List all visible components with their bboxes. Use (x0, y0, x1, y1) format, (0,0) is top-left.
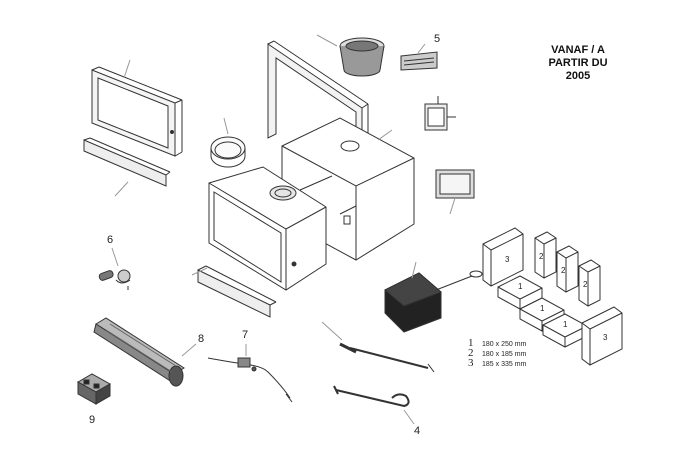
title-line: VANAF / A (551, 44, 605, 56)
brick-size-legend: 1 180 x 250 mm 2 180 x 185 mm 3 185 x 33… (468, 337, 527, 369)
gasket-plate-part (400, 51, 438, 71)
door-frame-part (91, 66, 183, 157)
tangential-fan-part (93, 317, 185, 387)
baffle-plate-part (435, 169, 475, 199)
legend-size: 185 x 335 mm (482, 361, 527, 368)
legend-key: 2 (468, 347, 474, 359)
switch-block-part (76, 373, 112, 405)
legend-row: 2 180 x 185 mm (468, 347, 527, 359)
legend-key: 1 (468, 337, 474, 349)
brick-label: 1 (563, 320, 568, 329)
glass-bracket-part (424, 96, 456, 131)
callout-number: 6 (107, 234, 114, 246)
legend-row: 3 185 x 335 mm (468, 357, 527, 369)
fire-bricks-set (482, 227, 623, 366)
ash-lip-part (83, 137, 171, 187)
legend-key: 3 (468, 357, 474, 369)
callout-number: 4 (414, 425, 421, 437)
brick-label: 1 (540, 304, 545, 313)
brick-labels: 3 2 2 2 1 1 1 3 (505, 252, 608, 342)
title-line: 2005 (565, 70, 591, 82)
brick-label: 3 (603, 333, 608, 342)
title-line: PARTIR DU (548, 57, 608, 69)
callout-number: 8 (198, 333, 205, 345)
diagram-title: VANAF / A PARTIR DU 2005 (528, 44, 628, 83)
brick-label: 1 (518, 282, 523, 291)
bottom-lip-part (197, 265, 277, 318)
legend-size: 180 x 185 mm (482, 351, 527, 358)
brick-label: 2 (583, 280, 588, 289)
legend-size: 180 x 250 mm (482, 341, 527, 348)
cable-part (207, 357, 293, 403)
brick-label: 2 (561, 266, 566, 275)
callout-number: 7 (242, 329, 249, 341)
glass-ring-part (210, 136, 246, 168)
flue-collar-part (339, 37, 385, 77)
callout-number: 5 (434, 33, 441, 45)
callout-number: 9 (89, 414, 96, 426)
fire-hook-part (333, 385, 410, 408)
ash-rake-part (339, 342, 435, 373)
thermostat-probe-part (98, 269, 131, 290)
brick-label: 2 (539, 252, 544, 261)
ash-pan-part (384, 270, 483, 333)
legend-row: 1 180 x 250 mm (468, 337, 527, 349)
front-box-part (208, 166, 327, 291)
brick-label: 3 (505, 255, 510, 264)
